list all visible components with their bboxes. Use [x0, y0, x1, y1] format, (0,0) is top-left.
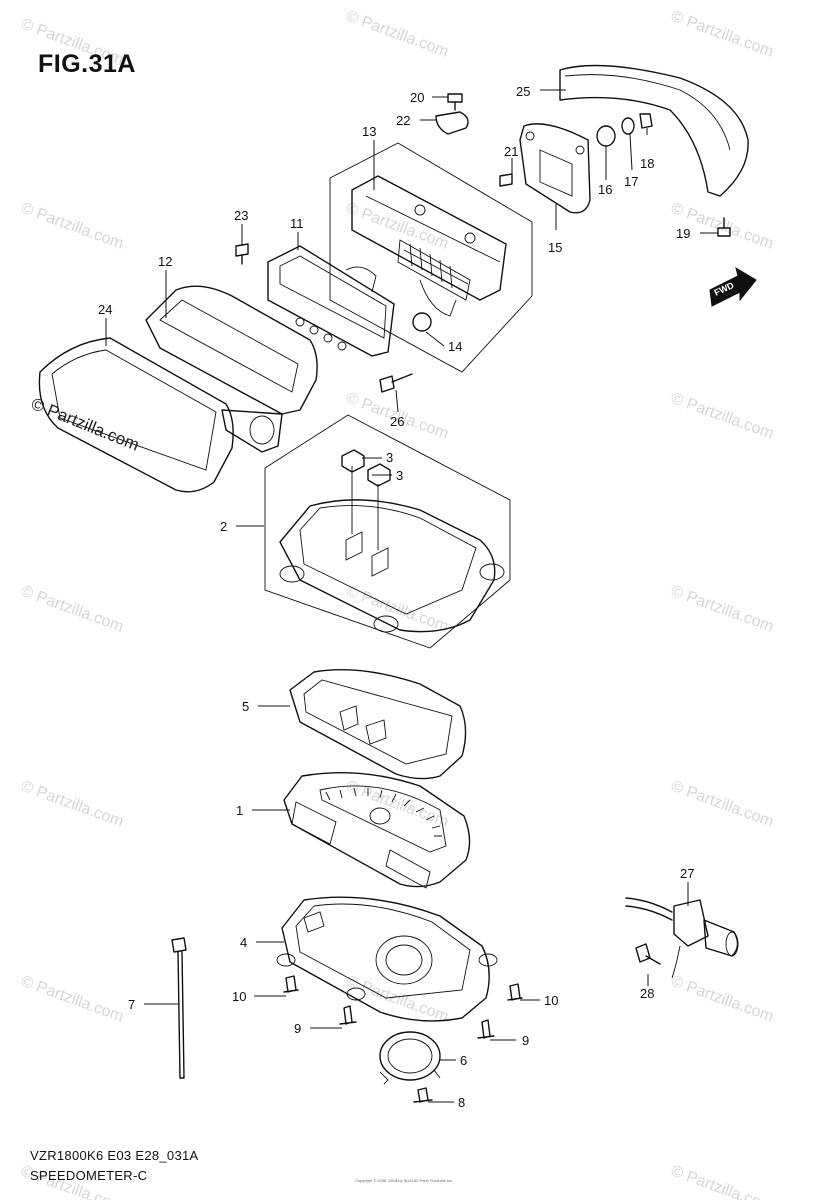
- callout-7: 7: [128, 997, 135, 1012]
- part-9-screw: [477, 1019, 495, 1039]
- callout-26: 26: [390, 414, 404, 429]
- callout-12: 12: [158, 254, 172, 269]
- callout-2: 2: [220, 519, 227, 534]
- callout-6: 6: [460, 1053, 467, 1068]
- watermark: © Partzilla.com: [669, 1163, 776, 1200]
- assembly-frame-13: [329, 142, 533, 373]
- part-15-bracket: [519, 123, 591, 214]
- callout-17: 17: [624, 174, 638, 189]
- part-24-visor: [38, 337, 234, 493]
- part-10-screw: [283, 975, 299, 993]
- watermark: © Partzilla.com: [19, 778, 126, 831]
- copyright-note: Copyright © 2006, 2016 by SUZUKI Parts P…: [355, 1178, 454, 1183]
- callout-9-right: 9: [522, 1033, 529, 1048]
- callout-3-lower: 3: [396, 468, 403, 483]
- callout-9-left: 9: [294, 1021, 301, 1036]
- part-26-bolt: [379, 373, 413, 393]
- part-12-meter-bezel: [145, 285, 318, 453]
- part-28-bolt: [635, 943, 661, 965]
- assembly-frame-2: [264, 414, 511, 649]
- section-name: SPEEDOMETER-C: [30, 1168, 148, 1183]
- part-2-meter-case-lower: [279, 466, 505, 633]
- watermark: © Partzilla.com: [344, 200, 451, 253]
- part-4-meter-housing: [276, 896, 498, 1022]
- callout-19: 19: [676, 226, 690, 241]
- callout-15: 15: [548, 240, 562, 255]
- part-9-screw: [339, 1005, 357, 1025]
- part-18-nut: [639, 113, 653, 129]
- callout-24: 24: [98, 302, 112, 317]
- callout-11: 11: [290, 216, 304, 231]
- watermark: © Partzilla.com: [669, 390, 776, 443]
- part-8-screw: [413, 1087, 433, 1103]
- callout-21: 21: [504, 144, 518, 159]
- callout-25: 25: [516, 84, 530, 99]
- model-code: VZR1800K6 E03 E28_031A: [30, 1148, 199, 1163]
- part-17-washer: [621, 117, 635, 135]
- callout-5: 5: [242, 699, 249, 714]
- callout-14: 14: [448, 339, 462, 354]
- part-27-speed-sensor: [625, 897, 739, 979]
- callout-8: 8: [458, 1095, 465, 1110]
- callout-22: 22: [396, 113, 410, 128]
- callout-3-upper: 3: [386, 450, 393, 465]
- callout-16: 16: [598, 182, 612, 197]
- part-1-meter-assembly: [283, 771, 471, 889]
- watermark: © Partzilla.com: [19, 583, 126, 636]
- callout-18: 18: [640, 156, 654, 171]
- part-7-cable-tie: [171, 937, 187, 1079]
- part-20-screw: [447, 93, 463, 111]
- part-3-cushion: [341, 449, 391, 487]
- part-16-grommet: [596, 125, 616, 147]
- callout-10-left: 10: [232, 989, 246, 1004]
- watermark: © Partzilla.com: [344, 8, 451, 61]
- part-25-meter-cover: [559, 64, 749, 197]
- watermark: © Partzilla.com: [669, 778, 776, 831]
- watermark: © Partzilla.com: [669, 973, 776, 1026]
- part-21-screw: [499, 173, 513, 187]
- leader-lines: [105, 89, 718, 1103]
- callout-labels: 20 22 25 13 21 18 16 17 15 19 23 11 12 2…: [98, 84, 694, 1110]
- part-6-gasket: [379, 1031, 441, 1085]
- part-22-clamp: [435, 111, 469, 135]
- callout-13: 13: [362, 124, 376, 139]
- watermark-prominent: © Partzilla.com: [29, 394, 142, 455]
- part-11-lcd-unit: [267, 245, 395, 357]
- watermark: © Partzilla.com: [19, 973, 126, 1026]
- part-5-meter-lens: [289, 669, 467, 780]
- callout-1: 1: [236, 803, 243, 818]
- part-13-meter-case: [351, 175, 507, 317]
- part-23-screw: [235, 243, 249, 265]
- callout-28: 28: [640, 986, 654, 1001]
- callout-27: 27: [680, 866, 694, 881]
- watermark: © Partzilla.com: [669, 583, 776, 636]
- watermark: © Partzilla.com: [19, 200, 126, 253]
- part-10-screw: [507, 983, 523, 1001]
- callout-4: 4: [240, 935, 247, 950]
- callout-10-right: 10: [544, 993, 558, 1008]
- fwd-arrow-icon: FWD: [709, 266, 757, 307]
- callout-20: 20: [410, 90, 424, 105]
- figure-title: FIG.31A: [38, 50, 136, 78]
- callout-23: 23: [234, 208, 248, 223]
- part-14-damper: [412, 312, 432, 332]
- watermark: © Partzilla.com: [669, 8, 776, 61]
